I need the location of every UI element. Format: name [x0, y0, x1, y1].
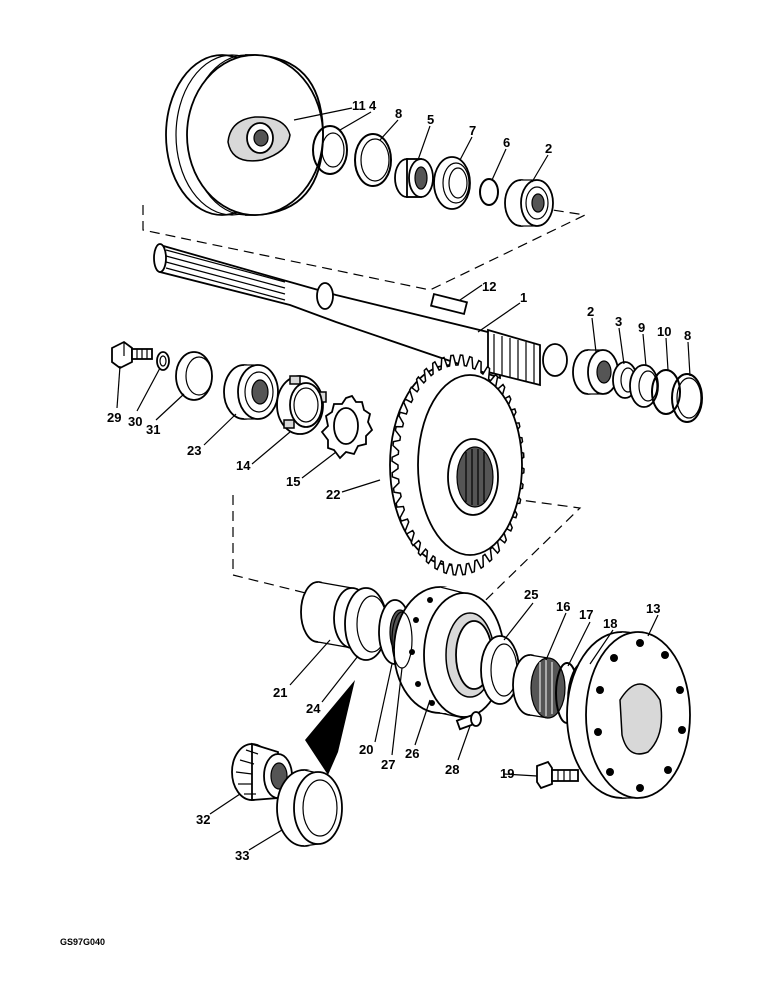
callout-29: 29 — [107, 410, 121, 425]
callout-5: 5 — [427, 112, 434, 127]
bearing-cup-part-33 — [276, 769, 343, 847]
callout-2-upper: 2 — [545, 141, 552, 156]
callout-28: 28 — [445, 762, 459, 777]
shaft-part-1 — [153, 243, 568, 387]
direction-arrow-icon — [305, 680, 355, 775]
callout-9: 9 — [638, 320, 645, 335]
callout-19: 19 — [500, 766, 514, 781]
seal-part-7 — [433, 156, 471, 210]
ring-part-9 — [629, 364, 659, 408]
callout-1: 1 — [520, 290, 527, 305]
washer-part-30 — [156, 351, 170, 371]
seal-ring-part-4 — [312, 125, 348, 175]
callout-24: 24 — [306, 701, 321, 716]
callout-18: 18 — [603, 616, 617, 631]
callout-33: 33 — [235, 848, 249, 863]
callout-10: 10 — [657, 324, 671, 339]
callout-8-lower: 8 — [684, 328, 691, 343]
callout-25: 25 — [524, 587, 538, 602]
brake-drum-part-11 — [165, 54, 324, 216]
bearing-part-23 — [223, 364, 279, 420]
callout-23: 23 — [187, 443, 201, 458]
ring-part-31 — [175, 351, 213, 401]
snap-ring-part-8-upper — [354, 133, 392, 187]
nut-part-14 — [276, 375, 327, 435]
bearing-part-2-lower — [572, 349, 619, 395]
o-ring-part-6 — [479, 178, 499, 206]
callout-11: 11 — [352, 98, 366, 113]
callout-3: 3 — [615, 314, 622, 329]
callout-32: 32 — [196, 812, 210, 827]
callout-22: 22 — [326, 487, 340, 502]
callout-12: 12 — [482, 279, 496, 294]
splined-hub-part-16 — [512, 654, 566, 719]
ring-part-10 — [651, 369, 681, 415]
callout-7: 7 — [469, 123, 476, 138]
bolt-part-19 — [536, 760, 579, 790]
callout-26: 26 — [405, 746, 419, 761]
callout-2-lower: 2 — [587, 304, 594, 319]
callout-15: 15 — [286, 474, 300, 489]
flange-part-13 — [566, 631, 691, 799]
callout-31: 31 — [146, 422, 160, 437]
callout-17: 17 — [579, 607, 593, 622]
callout-21: 21 — [273, 685, 287, 700]
callout-8-upper: 8 — [395, 106, 402, 121]
bolt-part-28 — [455, 711, 482, 731]
callout-30: 30 — [128, 414, 142, 429]
callout-6: 6 — [503, 135, 510, 150]
callout-labels: 11 4 8 5 7 6 2 12 1 2 3 9 10 8 29 30 31 … — [107, 98, 691, 863]
bearing-part-5 — [394, 158, 434, 198]
callout-13: 13 — [646, 601, 660, 616]
leader-lines — [116, 107, 691, 851]
callout-4-upper: 4 — [369, 98, 377, 113]
callout-16: 16 — [556, 599, 570, 614]
bolt-part-29 — [111, 340, 153, 370]
snap-ring-part-8-lower — [671, 373, 703, 423]
lock-washer-part-15 — [320, 394, 374, 460]
callout-27: 27 — [381, 757, 395, 772]
callout-20: 20 — [359, 742, 373, 757]
bearing-part-2-upper — [504, 179, 554, 227]
callout-14: 14 — [236, 458, 251, 473]
figure-code: GS97G040 — [60, 937, 105, 947]
gear-part-22 — [389, 354, 525, 576]
